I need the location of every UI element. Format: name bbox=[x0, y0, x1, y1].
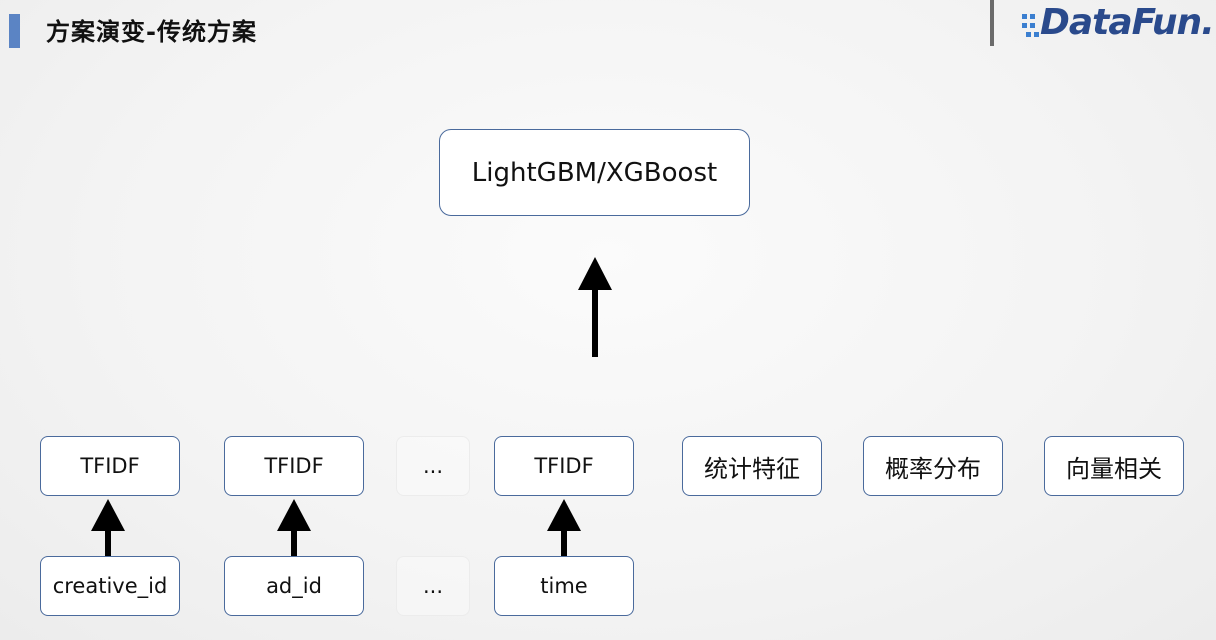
feature-box-ellipsis: ... bbox=[396, 436, 470, 496]
title-accent-bar bbox=[9, 14, 20, 48]
page-title: 方案演变-传统方案 bbox=[46, 18, 257, 46]
arrow-time bbox=[547, 499, 581, 556]
logo-divider bbox=[990, 0, 994, 46]
raw-field-box-creative-id: creative_id bbox=[40, 556, 180, 616]
feature-box-tfidf-2: TFIDF bbox=[224, 436, 364, 496]
raw-field-box-ad-id: ad_id bbox=[224, 556, 364, 616]
raw-field-box-ellipsis: ... bbox=[396, 556, 470, 616]
arrow-ad-id bbox=[277, 499, 311, 556]
main-arrow bbox=[578, 257, 612, 357]
feature-box-statistics: 统计特征 bbox=[682, 436, 822, 496]
raw-field-box-time: time bbox=[494, 556, 634, 616]
feature-box-probability: 概率分布 bbox=[863, 436, 1003, 496]
arrow-creative-id bbox=[91, 499, 125, 556]
feature-box-vector: 向量相关 bbox=[1044, 436, 1184, 496]
datafun-logo: DataFun. bbox=[1040, 2, 1215, 43]
model-box: LightGBM/XGBoost bbox=[439, 129, 750, 216]
datafun-dots-icon bbox=[1022, 14, 1039, 37]
feature-box-tfidf-3: TFIDF bbox=[494, 436, 634, 496]
feature-box-tfidf-1: TFIDF bbox=[40, 436, 180, 496]
